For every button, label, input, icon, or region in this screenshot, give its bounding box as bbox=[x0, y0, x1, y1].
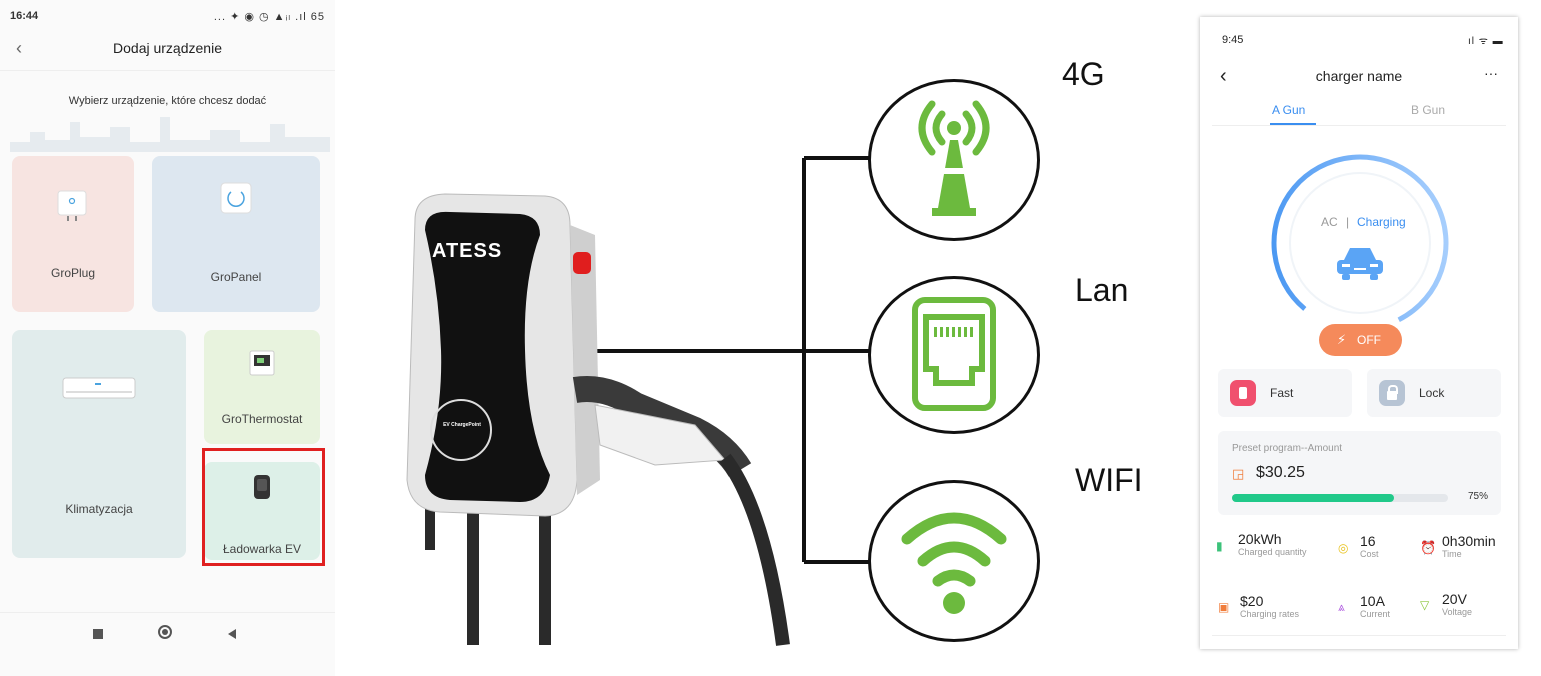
back-arrow-icon[interactable]: ‹ bbox=[1220, 65, 1227, 87]
more-options-button[interactable]: ··· bbox=[1484, 65, 1498, 81]
device-label: GroPanel bbox=[210, 270, 262, 284]
connectivity-diagram: ATESS EV ChargePoint 4G Lan bbox=[340, 0, 1180, 676]
nav-divider bbox=[0, 612, 335, 613]
air-conditioner-icon bbox=[62, 377, 136, 399]
page-title: charger name bbox=[1315, 68, 1403, 84]
stat-value: 16 bbox=[1360, 533, 1376, 549]
page-title: Dodaj urządzenie bbox=[113, 40, 222, 56]
fast-button[interactable]: Fast bbox=[1218, 369, 1352, 417]
device-label: Klimatyzacja bbox=[65, 502, 133, 516]
voltage-icon: ▽ bbox=[1420, 598, 1430, 612]
lightning-icon: ⚡ bbox=[1337, 332, 1347, 347]
back-arrow-icon[interactable]: ‹ bbox=[16, 38, 22, 58]
device-card-grothermostat[interactable]: GroThermostat bbox=[204, 330, 320, 444]
header-divider bbox=[0, 70, 335, 71]
plug-icon bbox=[57, 190, 87, 221]
ev-charger-icon bbox=[254, 475, 270, 499]
skyline-decoration bbox=[10, 117, 330, 152]
4g-label: 4G bbox=[1062, 56, 1105, 92]
home-button-icon[interactable] bbox=[158, 625, 172, 639]
selection-highlight bbox=[202, 448, 325, 566]
tab-divider bbox=[1212, 125, 1506, 126]
progress-track bbox=[1232, 494, 1448, 502]
status-time: 9:45 bbox=[1222, 34, 1244, 46]
stat-value: $20 bbox=[1240, 593, 1264, 609]
stat-value: 20kWh bbox=[1238, 531, 1282, 547]
lock-button[interactable]: Lock bbox=[1367, 369, 1501, 417]
lock-label: Lock bbox=[1419, 386, 1445, 400]
stat-value: 10A bbox=[1360, 593, 1385, 609]
status-time: 16:44 bbox=[10, 10, 39, 22]
stat-value: 20V bbox=[1442, 591, 1467, 607]
device-card-gropanel[interactable]: GroPanel bbox=[152, 156, 320, 312]
stat-value: 0h30min bbox=[1442, 533, 1496, 549]
preset-program-card: Preset program--Amount ◲ $30.25 75% bbox=[1218, 431, 1501, 515]
tab-b-gun[interactable]: B Gun bbox=[1411, 103, 1446, 117]
device-label: Ładowarka EV bbox=[222, 542, 302, 556]
charging-progress-ring bbox=[1271, 154, 1449, 332]
status-icons: ... ✦ ◉ ◷ ▲ᵢₗ .ıl 65 bbox=[213, 11, 325, 23]
charger-screen-text: EV ChargePoint bbox=[443, 422, 481, 428]
wifi-icon bbox=[901, 512, 1007, 614]
car-icon bbox=[1337, 248, 1383, 280]
ethernet-port-icon bbox=[912, 297, 996, 411]
charge-state: Charging bbox=[1357, 215, 1406, 229]
active-tab-indicator bbox=[1270, 123, 1316, 125]
off-button[interactable]: ⚡ OFF bbox=[1319, 324, 1402, 356]
status-bar: 16:44 ... ✦ ◉ ◷ ▲ᵢₗ .ıl 65 bbox=[10, 10, 325, 28]
rates-icon: ▣ bbox=[1218, 600, 1230, 614]
progress-fill bbox=[1232, 494, 1394, 502]
lan-bubble bbox=[868, 276, 1040, 434]
wallet-icon: ◲ bbox=[1232, 466, 1245, 481]
charge-mode: AC bbox=[1321, 215, 1338, 229]
wifi-bubble bbox=[868, 480, 1040, 642]
antenna-icon bbox=[918, 100, 990, 216]
page-subtitle: Wybierz urządzenie, które chcesz dodać bbox=[68, 95, 267, 107]
connection-lines bbox=[585, 156, 870, 564]
device-label: GroPlug bbox=[50, 266, 96, 280]
system-nav-bar bbox=[0, 620, 335, 650]
stat-label: Charged quantity bbox=[1238, 547, 1307, 557]
progress-percent: 75% bbox=[1468, 491, 1489, 502]
lan-label: Lan bbox=[1075, 272, 1129, 308]
mode-separator: | bbox=[1346, 215, 1350, 229]
device-label: GroThermostat bbox=[221, 412, 303, 426]
4g-bubble bbox=[868, 79, 1040, 241]
device-card-klimatyzacja[interactable]: Klimatyzacja bbox=[12, 330, 186, 558]
off-button-label: OFF bbox=[1357, 333, 1381, 347]
charger-detail-screen: 9:45 ıl ᯤ ▬ ‹ charger name ··· A Gun B G… bbox=[1200, 17, 1518, 649]
bottom-divider bbox=[1212, 635, 1506, 636]
wifi-label: WIFI bbox=[1075, 462, 1143, 498]
preset-label: Preset program--Amount bbox=[1232, 443, 1343, 454]
clock-icon: ⏰ bbox=[1420, 540, 1437, 555]
preset-amount: $30.25 bbox=[1256, 464, 1305, 481]
panel-icon bbox=[220, 182, 252, 214]
thermostat-icon bbox=[249, 350, 275, 376]
fast-label: Fast bbox=[1270, 386, 1294, 400]
fast-mode-icon bbox=[1230, 380, 1256, 406]
back-button-icon[interactable] bbox=[226, 628, 238, 640]
recents-button-icon[interactable] bbox=[93, 629, 103, 639]
stat-label: Cost bbox=[1360, 549, 1379, 559]
coin-icon: ◎ bbox=[1338, 541, 1349, 555]
status-icons: ıl ᯤ ▬ bbox=[1468, 36, 1504, 47]
device-card-ev-charger[interactable]: Ładowarka EV bbox=[204, 462, 320, 560]
add-device-screen: 16:44 ... ✦ ◉ ◷ ▲ᵢₗ .ıl 65 ‹ Dodaj urząd… bbox=[0, 0, 335, 676]
stat-label: Current bbox=[1360, 609, 1391, 619]
stat-label: Charging rates bbox=[1240, 609, 1300, 619]
battery-icon: ▮ bbox=[1216, 539, 1223, 553]
current-icon: ⩓ bbox=[1338, 600, 1345, 614]
brand-logo: ATESS bbox=[432, 240, 503, 262]
ev-charger-image bbox=[406, 193, 790, 646]
device-card-groplug[interactable]: GroPlug bbox=[12, 156, 134, 312]
lock-icon bbox=[1379, 380, 1405, 406]
stat-label: Time bbox=[1442, 549, 1462, 559]
tab-a-gun[interactable]: A Gun bbox=[1272, 103, 1306, 117]
stat-label: Voltage bbox=[1442, 607, 1473, 617]
